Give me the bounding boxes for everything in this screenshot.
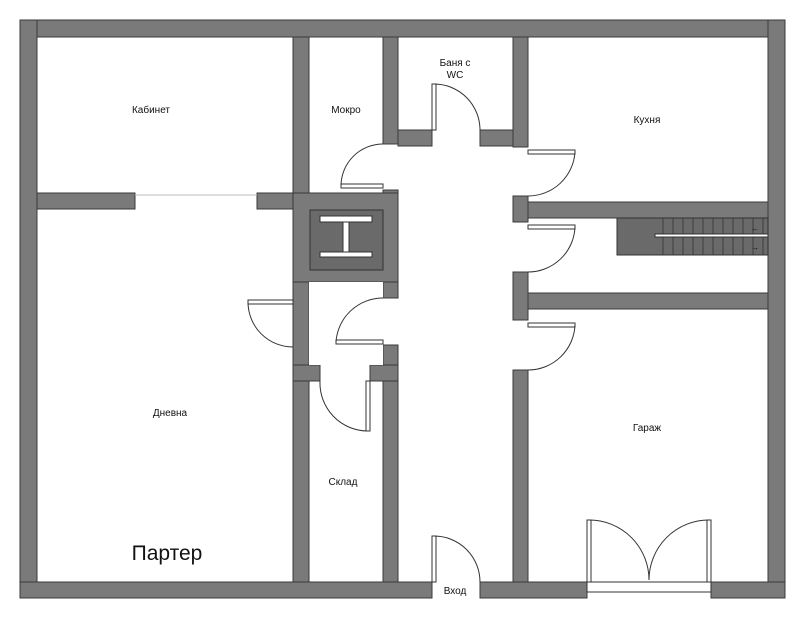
- stairs: ← →: [616, 217, 769, 256]
- door-leaf-storage[interactable]: [365, 380, 371, 432]
- wall-kitchen-bottom: [527, 201, 769, 219]
- wall-v2-bot: [382, 344, 399, 583]
- room-label-office: Кабинет: [132, 104, 170, 116]
- door-leaf-small-room[interactable]: [335, 339, 384, 345]
- doors: [135, 83, 712, 593]
- wall-garage-top: [527, 292, 769, 310]
- door-leaf-bath[interactable]: [431, 83, 437, 131]
- garage-door-leaf-right[interactable]: [706, 519, 712, 583]
- room-label-bath-1: Баня с: [440, 58, 471, 69]
- room-label-garage: Гараж: [633, 423, 662, 434]
- outer-wall-right: [767, 19, 786, 599]
- outer-wall-bottom-mid: [479, 581, 588, 599]
- chimney-mark-top: [319, 215, 373, 223]
- door-swing-entrance: [433, 535, 481, 583]
- wall-bath-left: [397, 129, 433, 147]
- garage-door-swing-left: [588, 519, 650, 581]
- outer-wall-left: [19, 19, 38, 599]
- room-label-kitchen: Кухня: [634, 115, 661, 126]
- door-swing-stairs: [527, 226, 576, 273]
- door-leaf-entrance[interactable]: [431, 535, 437, 583]
- wall-v3-a: [512, 195, 529, 223]
- room-label-storage: Склад: [329, 477, 358, 488]
- outer-wall-bottom-left: [19, 581, 433, 599]
- door-swing-kitchen: [527, 151, 576, 197]
- wall-office-living-left: [36, 192, 136, 210]
- door-swing-storage: [319, 380, 369, 432]
- wall-storage-top-left: [292, 364, 321, 382]
- door-swing-wet: [340, 143, 384, 187]
- door-leaf-kitchen[interactable]: [527, 149, 576, 155]
- door-swing-garage-inner: [527, 324, 576, 371]
- door-leaf-garage-inner[interactable]: [527, 322, 576, 328]
- stair-rail: [654, 233, 769, 238]
- outer-wall-top: [19, 19, 786, 38]
- walls: [19, 19, 786, 599]
- room-label-entrance: Вход: [444, 586, 467, 597]
- wall-v1: [292, 36, 310, 583]
- stair-arrow-down: →: [751, 243, 759, 252]
- door-swing-bath: [433, 83, 481, 131]
- chimney-mark-bottom: [319, 251, 373, 258]
- door-leaf-wet[interactable]: [340, 183, 384, 189]
- wall-storage-top-right: [369, 364, 399, 382]
- room-label-living: Дневна: [153, 408, 188, 419]
- wall-v2-top: [382, 36, 399, 145]
- floor-title: Партер: [132, 542, 203, 565]
- outer-wall-bottom-right: [710, 581, 786, 599]
- door-swing-living: [247, 301, 294, 348]
- door-leaf-living[interactable]: [247, 299, 294, 305]
- room-label-bath-2: WC: [447, 70, 464, 81]
- garage-threshold: [586, 581, 712, 593]
- garage-door-leaf-left[interactable]: [586, 519, 592, 583]
- room-label-wet: Мокро: [331, 105, 361, 116]
- door-leaf-stairs[interactable]: [527, 224, 576, 230]
- chimney-mark-stem: [342, 221, 350, 253]
- wall-v3-c: [512, 369, 529, 583]
- wall-v3-top: [512, 36, 529, 148]
- wall-v3-b: [512, 271, 529, 321]
- wall-office-living-right: [256, 192, 294, 210]
- wall-bath-right: [479, 129, 514, 147]
- small-room: [309, 282, 383, 365]
- stair-arrow-up: ←: [751, 224, 759, 233]
- labels: Кабинет Мокро Баня с WC Кухня Дневна Скл…: [132, 58, 662, 597]
- garage-door-swing-right: [648, 519, 710, 581]
- door-swing-small-room: [335, 297, 384, 343]
